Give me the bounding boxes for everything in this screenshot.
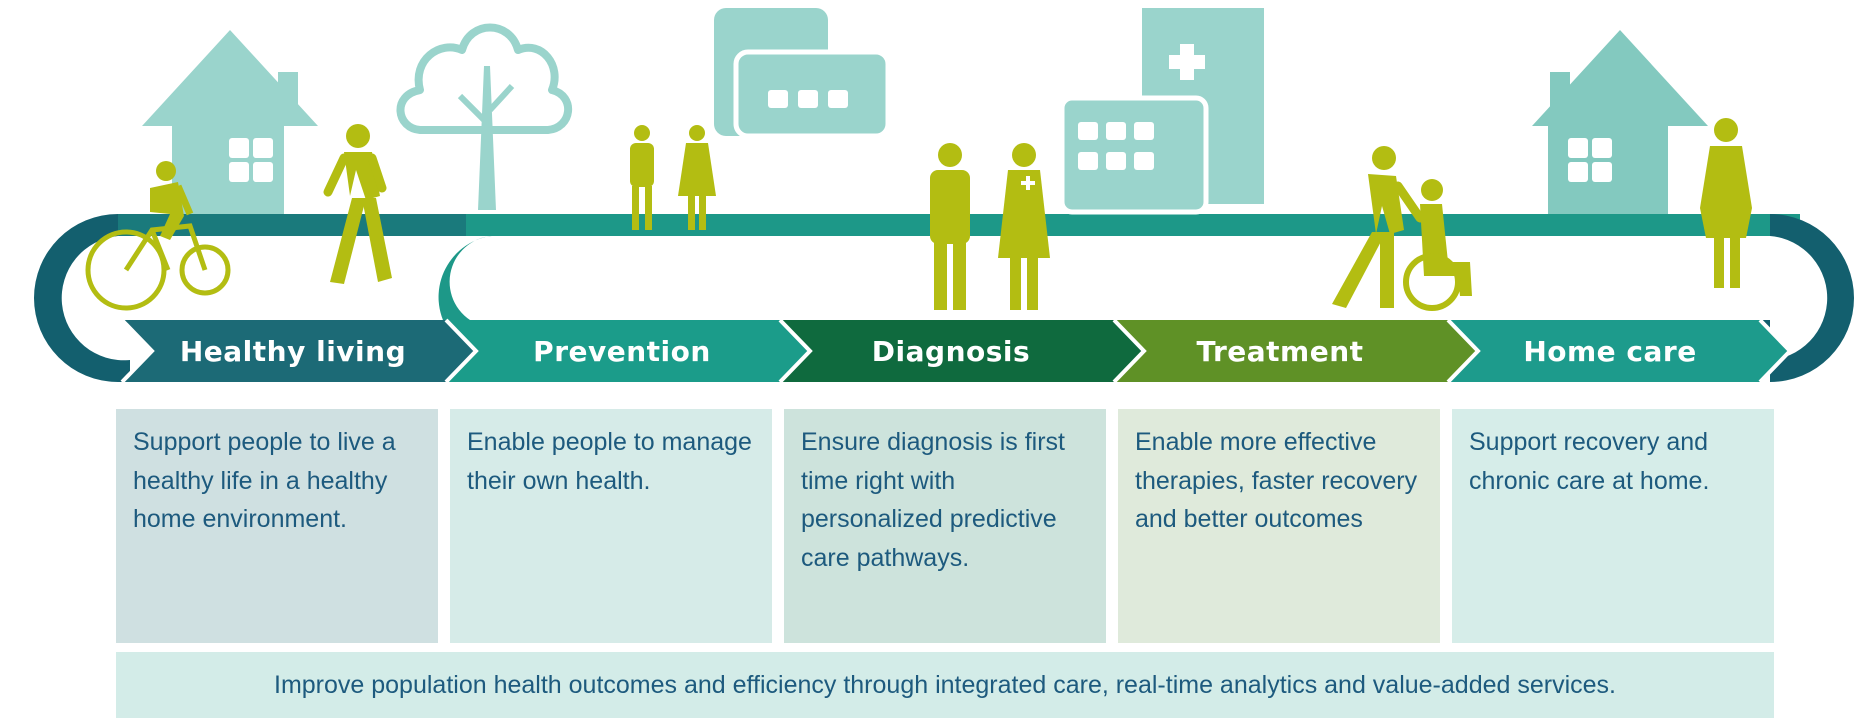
stage-label-treatment: Treatment: [1196, 335, 1363, 368]
tree-icon: [396, 23, 572, 210]
stage-label-home-care: Home care: [1523, 335, 1696, 368]
description-text: Enable people to manage their own health…: [467, 428, 752, 495]
house-icon: [142, 30, 318, 214]
chevron-healthy-living: [122, 320, 476, 382]
chevron-treatment: [1114, 320, 1478, 382]
description-text: Support people to live a healthy life in…: [133, 428, 396, 533]
description-text: Support recovery and chronic care at hom…: [1469, 428, 1710, 495]
description-healthy-living: Support people to live a healthy life in…: [116, 409, 438, 643]
summary-text: Improve population health outcomes and e…: [274, 670, 1616, 699]
chevron-diagnosis: [780, 320, 1144, 382]
description-text: Ensure diagnosis is first time right wit…: [801, 428, 1066, 572]
prevention-care-givers-icon: [630, 125, 716, 230]
stage-label-diagnosis: Diagnosis: [872, 335, 1030, 368]
chat-bubbles-icon: [714, 8, 891, 139]
stage-chevrons: [120, 318, 1793, 384]
cyclist-icon: [85, 161, 231, 311]
stage-label-prevention: Prevention: [533, 335, 711, 368]
wheelchair-caregiver-icon: [1332, 146, 1472, 311]
summary-banner: Improve population health outcomes and e…: [116, 652, 1774, 718]
diagnosis-doctors-icon: [930, 143, 1050, 310]
home-care-house-icon: [1532, 30, 1708, 214]
home-care-person-icon: [1700, 118, 1752, 288]
walking-person-icon: [323, 124, 392, 284]
description-text: Enable more effective therapies, faster …: [1135, 428, 1418, 533]
description-diagnosis: Ensure diagnosis is first time right wit…: [784, 409, 1106, 643]
continuum-path: [34, 214, 1854, 382]
chevron-prevention: [446, 320, 810, 382]
hospital-icon: [1059, 8, 1264, 215]
chevron-home-care: [1448, 320, 1790, 382]
description-treatment: Enable more effective therapies, faster …: [1118, 409, 1440, 643]
description-prevention: Enable people to manage their own health…: [450, 409, 772, 643]
stage-label-healthy-living: Healthy living: [180, 335, 406, 368]
description-home-care: Support recovery and chronic care at hom…: [1452, 409, 1774, 643]
